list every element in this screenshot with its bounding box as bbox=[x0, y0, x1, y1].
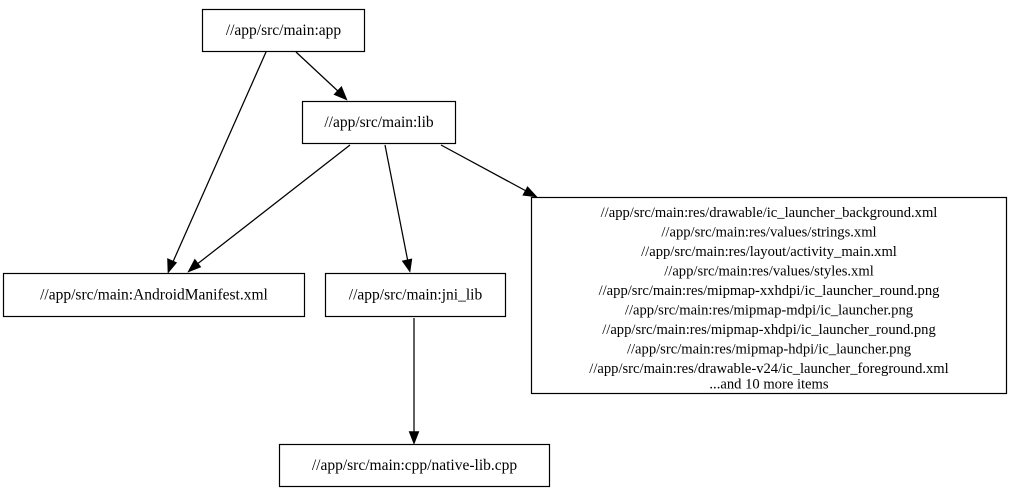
node-app-label: //app/src/main:app bbox=[226, 22, 342, 39]
node-resources-line-6: //app/src/main:res/mipmap-mdpi/ic_launch… bbox=[625, 303, 914, 319]
edge-app-to-manifest bbox=[167, 51, 267, 274]
edge-line-app-to-lib bbox=[295, 51, 341, 94]
edge-line-lib-to-jni-lib bbox=[384, 144, 409, 263]
edge-jni-lib-to-native-lib bbox=[408, 318, 420, 445]
node-jni-lib-box[interactable] bbox=[324, 272, 507, 318]
node-resources-line-1: //app/src/main:res/drawable/ic_launcher_… bbox=[601, 205, 938, 221]
edge-line-app-to-manifest bbox=[171, 51, 267, 265]
edge-app-to-lib bbox=[295, 51, 348, 101]
node-jni-lib[interactable]: //app/src/main:jni_lib bbox=[324, 272, 507, 318]
node-resources-line-4: //app/src/main:res/values/styles.xml bbox=[664, 264, 874, 280]
node-app[interactable]: //app/src/main:app bbox=[201, 8, 366, 53]
node-resources-line-8: //app/src/main:res/mipmap-hdpi/ic_launch… bbox=[627, 342, 912, 358]
node-resources-line-10: ...and 10 more items bbox=[709, 377, 828, 393]
node-native-lib-label: //app/src/main:cpp/native-lib.cpp bbox=[312, 457, 518, 474]
node-jni-lib-label: //app/src/main:jni_lib bbox=[349, 287, 483, 304]
arrowhead-lib-to-manifest bbox=[187, 258, 202, 273]
arrowhead-app-to-lib bbox=[333, 85, 348, 101]
arrowhead-jni-lib-to-native-lib bbox=[408, 431, 420, 445]
arrowhead-lib-to-resources bbox=[522, 186, 538, 198]
edge-line-lib-to-manifest bbox=[195, 144, 351, 266]
node-android-manifest-label: //app/src/main:AndroidManifest.xml bbox=[40, 287, 268, 304]
node-lib-box[interactable] bbox=[301, 100, 457, 145]
node-app-box[interactable] bbox=[201, 8, 366, 53]
node-lib[interactable]: //app/src/main:lib bbox=[301, 100, 457, 145]
node-native-lib[interactable]: //app/src/main:cpp/native-lib.cpp bbox=[278, 443, 551, 488]
node-resources-line-2: //app/src/main:res/values/strings.xml bbox=[661, 225, 876, 241]
node-resources-line-7: //app/src/main:res/mipmap-xhdpi/ic_launc… bbox=[602, 322, 936, 338]
node-android-manifest[interactable]: //app/src/main:AndroidManifest.xml bbox=[2, 272, 306, 318]
edge-lib-to-resources bbox=[440, 144, 538, 198]
node-resources-box[interactable] bbox=[530, 196, 1008, 395]
node-resources-line-3: //app/src/main:res/layout/activity_main.… bbox=[641, 244, 897, 260]
edge-lib-to-manifest bbox=[187, 144, 351, 273]
node-resources-line-5: //app/src/main:res/mipmap-xxhdpi/ic_laun… bbox=[599, 283, 941, 299]
edge-lib-to-jni-lib bbox=[384, 144, 413, 273]
node-lib-label: //app/src/main:lib bbox=[324, 114, 434, 131]
node-resources-line-9: //app/src/main:res/drawable-v24/ic_launc… bbox=[589, 361, 948, 377]
arrowhead-lib-to-jni-lib bbox=[401, 258, 413, 273]
node-android-manifest-box[interactable] bbox=[2, 272, 306, 318]
edge-line-lib-to-resources bbox=[440, 144, 529, 193]
node-resources[interactable]: //app/src/main:res/drawable/ic_launcher_… bbox=[530, 196, 1008, 395]
node-native-lib-box[interactable] bbox=[278, 443, 551, 488]
arrowhead-app-to-manifest bbox=[167, 258, 178, 274]
